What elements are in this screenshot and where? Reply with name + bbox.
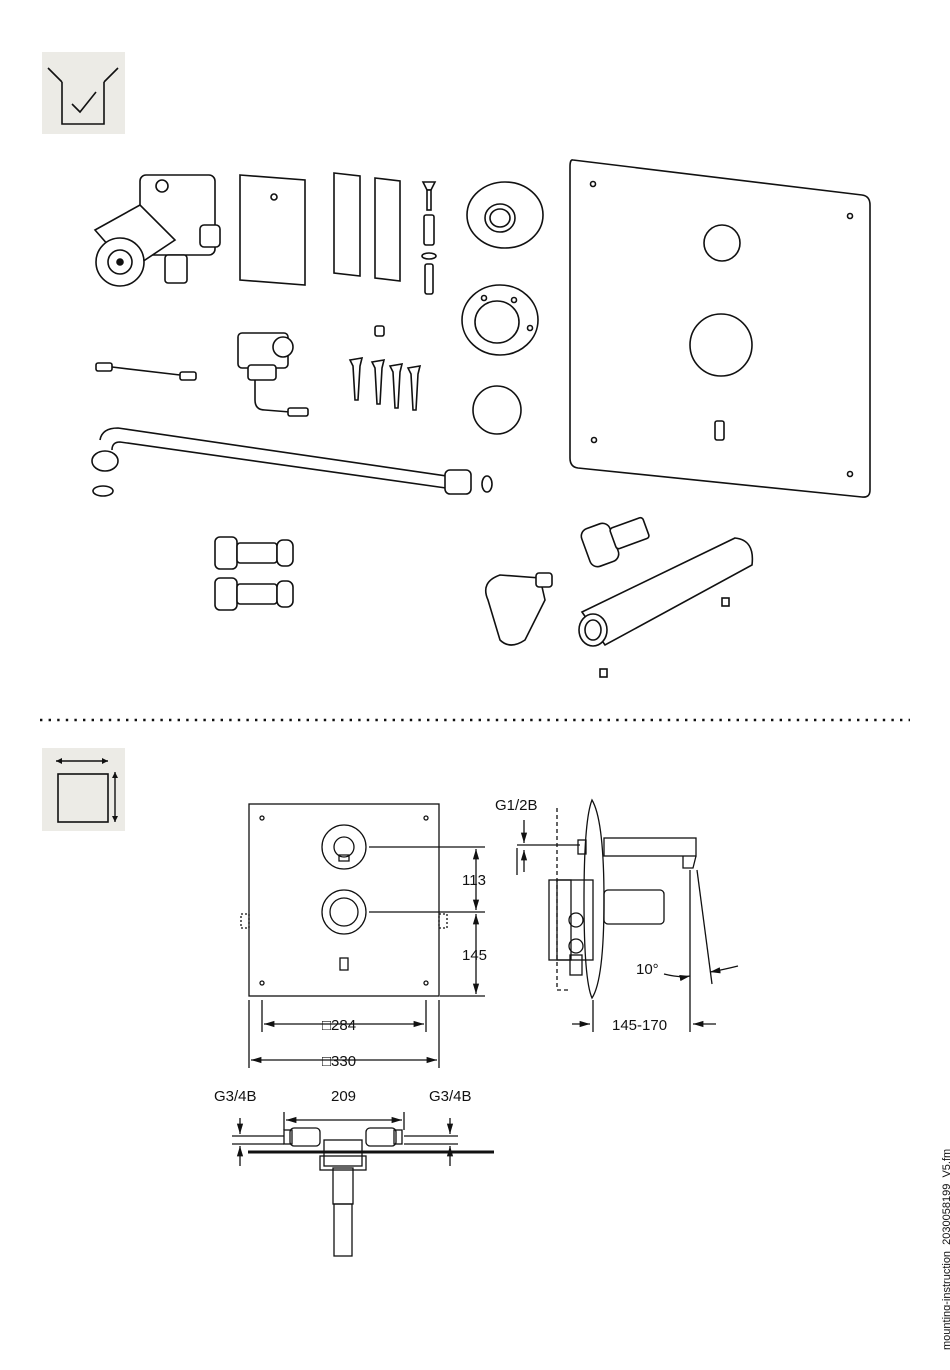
dim-330-label: □330 (322, 1053, 356, 1070)
right-thread-label: G3/4B (429, 1088, 472, 1105)
side-view-drawing (517, 800, 738, 1032)
dim-145-label: 145 (462, 947, 487, 964)
projection-label: 145-170 (612, 1017, 667, 1034)
file-name-label-container: mounting-instruction_2030058199_V5.fm (927, 1060, 945, 1350)
thread-g12b-label: G1/2B (495, 797, 538, 814)
dim-284-label: □284 (322, 1017, 356, 1034)
top-view-drawing (232, 1112, 494, 1256)
left-thread-label: G3/4B (214, 1088, 257, 1105)
front-view-drawing (241, 804, 485, 1068)
angle-10-label: 10° (636, 961, 659, 978)
file-name-label: mounting-instruction_2030058199_V5.fm (941, 1149, 950, 1350)
dim-113-label: 113 (462, 872, 486, 889)
width-209-label: 209 (331, 1088, 356, 1105)
